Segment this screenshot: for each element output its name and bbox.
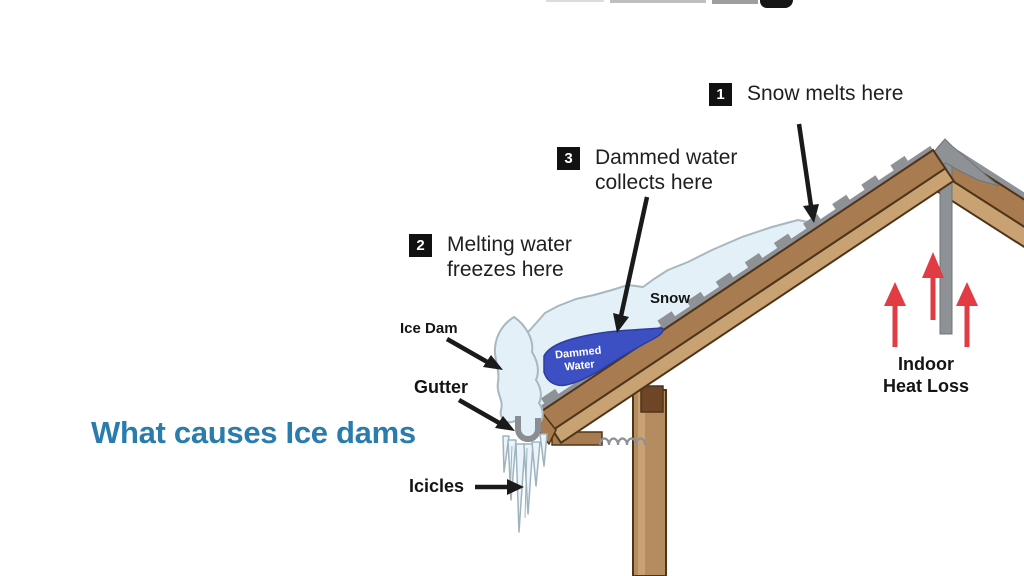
callout-step-1: 1 Snow melts here [709, 82, 904, 106]
wall-stud [632, 385, 667, 576]
icicles-label: Icicles [409, 476, 465, 496]
heat-loss-label-line2: Heat Loss [882, 376, 970, 396]
heat-arrow-middle [922, 252, 944, 320]
cropped-text-remnant [760, 0, 793, 8]
cropped-text-remnant [712, 0, 758, 4]
heat-arrow-left [884, 282, 906, 347]
gutter-ice [519, 418, 537, 437]
step-3-badge: 3 [557, 147, 580, 170]
cropped-text-remnant [610, 0, 706, 3]
callout-arrows [445, 123, 819, 495]
arrow-ice-dam [445, 337, 503, 370]
step-3-label-line2: collects here [595, 171, 713, 194]
page-title: What causes Ice dams [91, 415, 416, 450]
callout-step-2: 2 Melting water freezes here [409, 233, 572, 282]
arrow-snow-melts [796, 123, 819, 223]
step-2-badge: 2 [409, 234, 432, 257]
arrow-gutter [457, 398, 515, 431]
arrow-icicles [475, 479, 524, 495]
step-2-label-line2: freezes here [447, 258, 564, 281]
cropped-text-remnant [546, 0, 604, 2]
ice-dam-label: Ice Dam [400, 320, 458, 337]
top-plate [640, 385, 664, 413]
step-2-label-line1: Melting water [447, 233, 572, 256]
step-1-label: Snow melts here [747, 82, 904, 105]
arrow-dammed-water [613, 196, 650, 333]
gutter-label: Gutter [414, 377, 468, 397]
dammed-water-shape [543, 327, 664, 387]
step-3-label-line1: Dammed water [595, 146, 738, 169]
callout-step-3: 3 Dammed water collects here [557, 146, 738, 195]
heat-loss-label: Indoor Heat Loss [868, 353, 984, 397]
heat-loss-arrows [884, 252, 978, 347]
heat-loss-label-line1: Indoor [898, 354, 954, 374]
step-1-badge: 1 [709, 83, 732, 106]
snow-label: Snow [650, 290, 690, 307]
heat-arrow-right [956, 282, 978, 347]
gutter-shape [515, 416, 541, 442]
soffit-vent-squiggle [598, 437, 647, 446]
